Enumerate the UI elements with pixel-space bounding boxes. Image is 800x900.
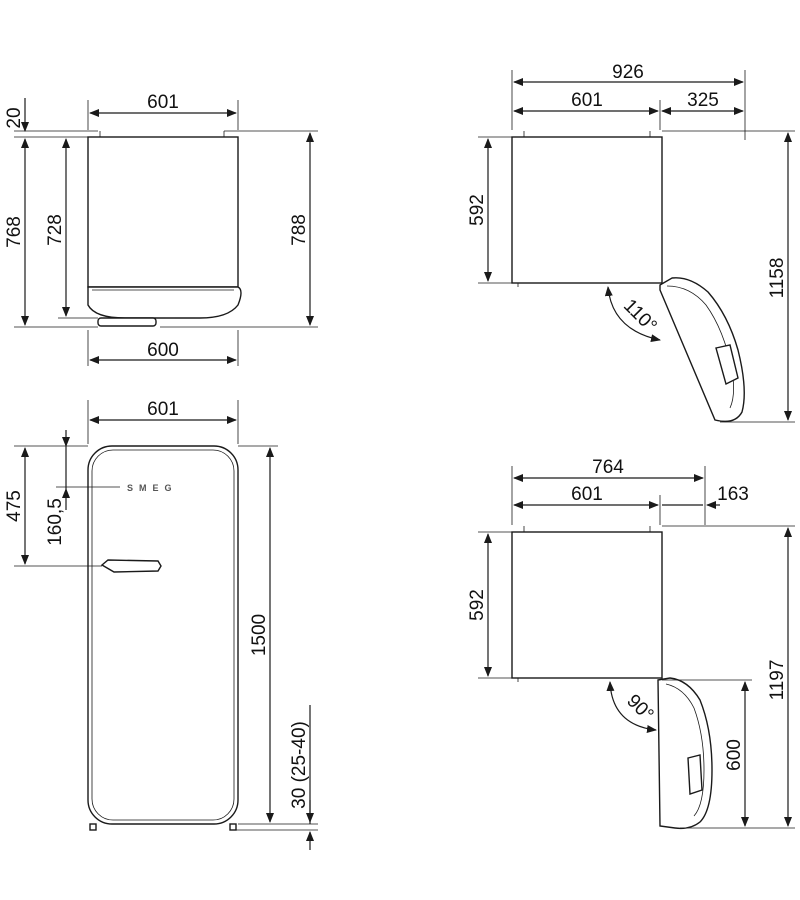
top-depth-768-label: 768 [4,216,25,248]
open-110-total-1158-label: 1158 [767,258,788,299]
front-handle-475-label: 475 [4,490,25,522]
open-110-body-601-label: 601 [571,90,603,111]
open-110-door [659,277,745,423]
open-90-body [511,531,663,679]
front-view-body [87,445,239,825]
open-90-view: 90° 764 601 163 592 600 1197 [467,457,795,830]
open-110-total-926-label: 926 [612,62,644,83]
open-90-depth-592-label: 592 [467,589,488,621]
top-view-door [87,286,242,319]
top-depth-728-label: 728 [45,214,66,246]
front-view: SMEG 601 475 160,5 1500 30 (25-40) [4,399,318,850]
top-depth-788-label: 788 [289,214,310,246]
top-view-body [87,136,239,288]
front-feet-30-label: 30 (25-40) [289,721,310,809]
front-door-handle [100,559,162,573]
open-90-door-600-label: 600 [724,739,745,771]
open-90-body-601-label: 601 [571,484,603,505]
open-110-view: 110° 926 601 325 592 1158 [467,62,795,423]
open-90-handle [687,754,703,795]
open-90-door-163-label: 163 [717,484,749,505]
top-view: 601 600 20 768 728 788 [4,92,318,366]
top-width-600-label: 600 [147,340,179,361]
open-110-handle [715,344,739,386]
open-110-body [511,136,663,284]
front-handle-160-label: 160,5 [45,498,66,546]
top-view-handle [97,317,157,327]
top-width-601-label: 601 [147,92,179,113]
open-110-door-325-label: 325 [687,90,719,111]
open-90-total-1197-label: 1197 [767,660,788,701]
front-height-1500-label: 1500 [249,614,270,656]
open-110-angle-label: 110° [619,295,661,337]
front-width-601-label: 601 [147,399,179,420]
front-brand-logo: SMEG [127,483,178,493]
top-offset-20-label: 20 [4,107,25,128]
open-90-door [657,677,713,830]
open-90-total-764-label: 764 [592,457,624,478]
open-110-depth-592-label: 592 [467,194,488,226]
